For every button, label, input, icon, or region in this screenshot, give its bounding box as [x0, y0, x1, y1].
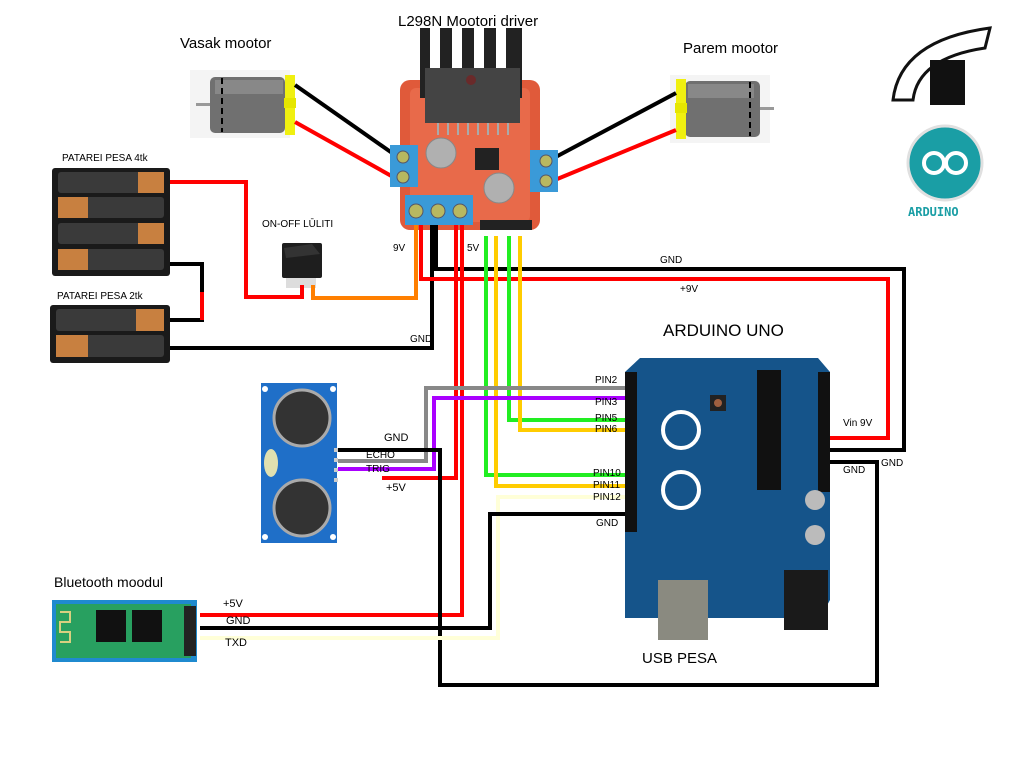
wire-pin10: [484, 236, 630, 477]
top-gnd-label: GND: [660, 255, 683, 266]
pin2-label: PIN2: [595, 375, 618, 386]
pin10-label: PIN10: [593, 468, 621, 479]
bluetooth-label: Bluetooth moodul: [54, 574, 163, 590]
bt-gnd-label: GND: [226, 615, 251, 627]
wire-us-gnd: [338, 448, 879, 687]
l298n-driver: [390, 28, 558, 230]
pin5-label: PIN5: [595, 413, 618, 424]
arduino-logo: [906, 124, 984, 202]
battery-pack-2: [50, 305, 170, 363]
left-motor: [190, 70, 296, 138]
wire-arduino-gnd-bt: [200, 512, 630, 630]
vin-label: Vin 9V: [843, 418, 873, 429]
wire-pin2-echo: [338, 386, 630, 463]
us-5v-label: +5V: [386, 482, 406, 494]
us-echo-label: ECHO: [366, 450, 395, 461]
bt-5v-label: +5V: [223, 598, 243, 610]
usb-label: USB PESA: [642, 650, 718, 667]
battery-pack-4: [52, 168, 170, 276]
top-9v-label: +9V: [680, 284, 699, 295]
us-trig-label: TRIG: [366, 464, 390, 475]
left-motor-label: Vasak mootor: [180, 35, 272, 52]
battery-2-label: PATAREI PESA 2tk: [57, 291, 143, 302]
wire-battery-link: [170, 262, 204, 322]
wire-pin12-txd: [200, 495, 630, 640]
wire-9v-to-vin: [419, 225, 890, 440]
wire-right-motor-red: [549, 128, 677, 184]
arduino-gnd-right-label: GND: [843, 465, 866, 476]
pin12-label: PIN12: [593, 492, 621, 503]
switch-label: ON-OFF LŪLITI: [262, 219, 334, 230]
ultrasonic-sensor: [261, 383, 338, 543]
arduino-gnd-left-label: GND: [596, 518, 619, 529]
wire-right-motor-black: [549, 91, 677, 162]
bluetooth-module: [52, 600, 197, 662]
arduino-logo-text: ARDUINO: [908, 205, 959, 219]
bt-txd-label: TXD: [225, 637, 247, 649]
arduino-title: ARDUINO UNO: [663, 321, 784, 340]
wire-switch-to-driver: [311, 225, 418, 300]
wire-pin6: [518, 236, 630, 432]
wire-5v-ultrasonic: [382, 225, 458, 480]
us-gnd-label: GND: [384, 432, 409, 444]
arduino-board: [625, 358, 830, 640]
driver-5v-label: 5V: [467, 243, 480, 254]
battery-4-label: PATAREI PESA 4tk: [62, 153, 148, 164]
right-motor: [670, 75, 774, 143]
battery-gnd-label: GND: [410, 334, 433, 345]
on-off-switch: [282, 243, 322, 288]
pin11-label: PIN11: [593, 480, 621, 491]
right-motor-label: Parem mootor: [683, 40, 779, 57]
wire-pin5: [507, 236, 630, 422]
driver-9v-label: 9V: [393, 243, 406, 254]
wire-left-motor-black: [293, 83, 397, 157]
oomipood-logo: [891, 26, 992, 105]
pin6-label: PIN6: [595, 424, 618, 435]
driver-title: L298N Mootori driver: [398, 13, 539, 30]
wire-battery-gnd: [170, 225, 434, 350]
arduino-gnd-outer-label: GND: [881, 458, 904, 469]
wire-5v-bluetooth: [200, 225, 464, 617]
wire-battery-to-switch: [170, 180, 304, 299]
wire-left-motor-red: [294, 120, 396, 180]
wire-pin3-trig: [338, 396, 630, 471]
wire-gnd-to-arduino: [434, 225, 906, 452]
pin3-label: PIN3: [595, 397, 618, 408]
wire-pin11: [494, 236, 630, 488]
